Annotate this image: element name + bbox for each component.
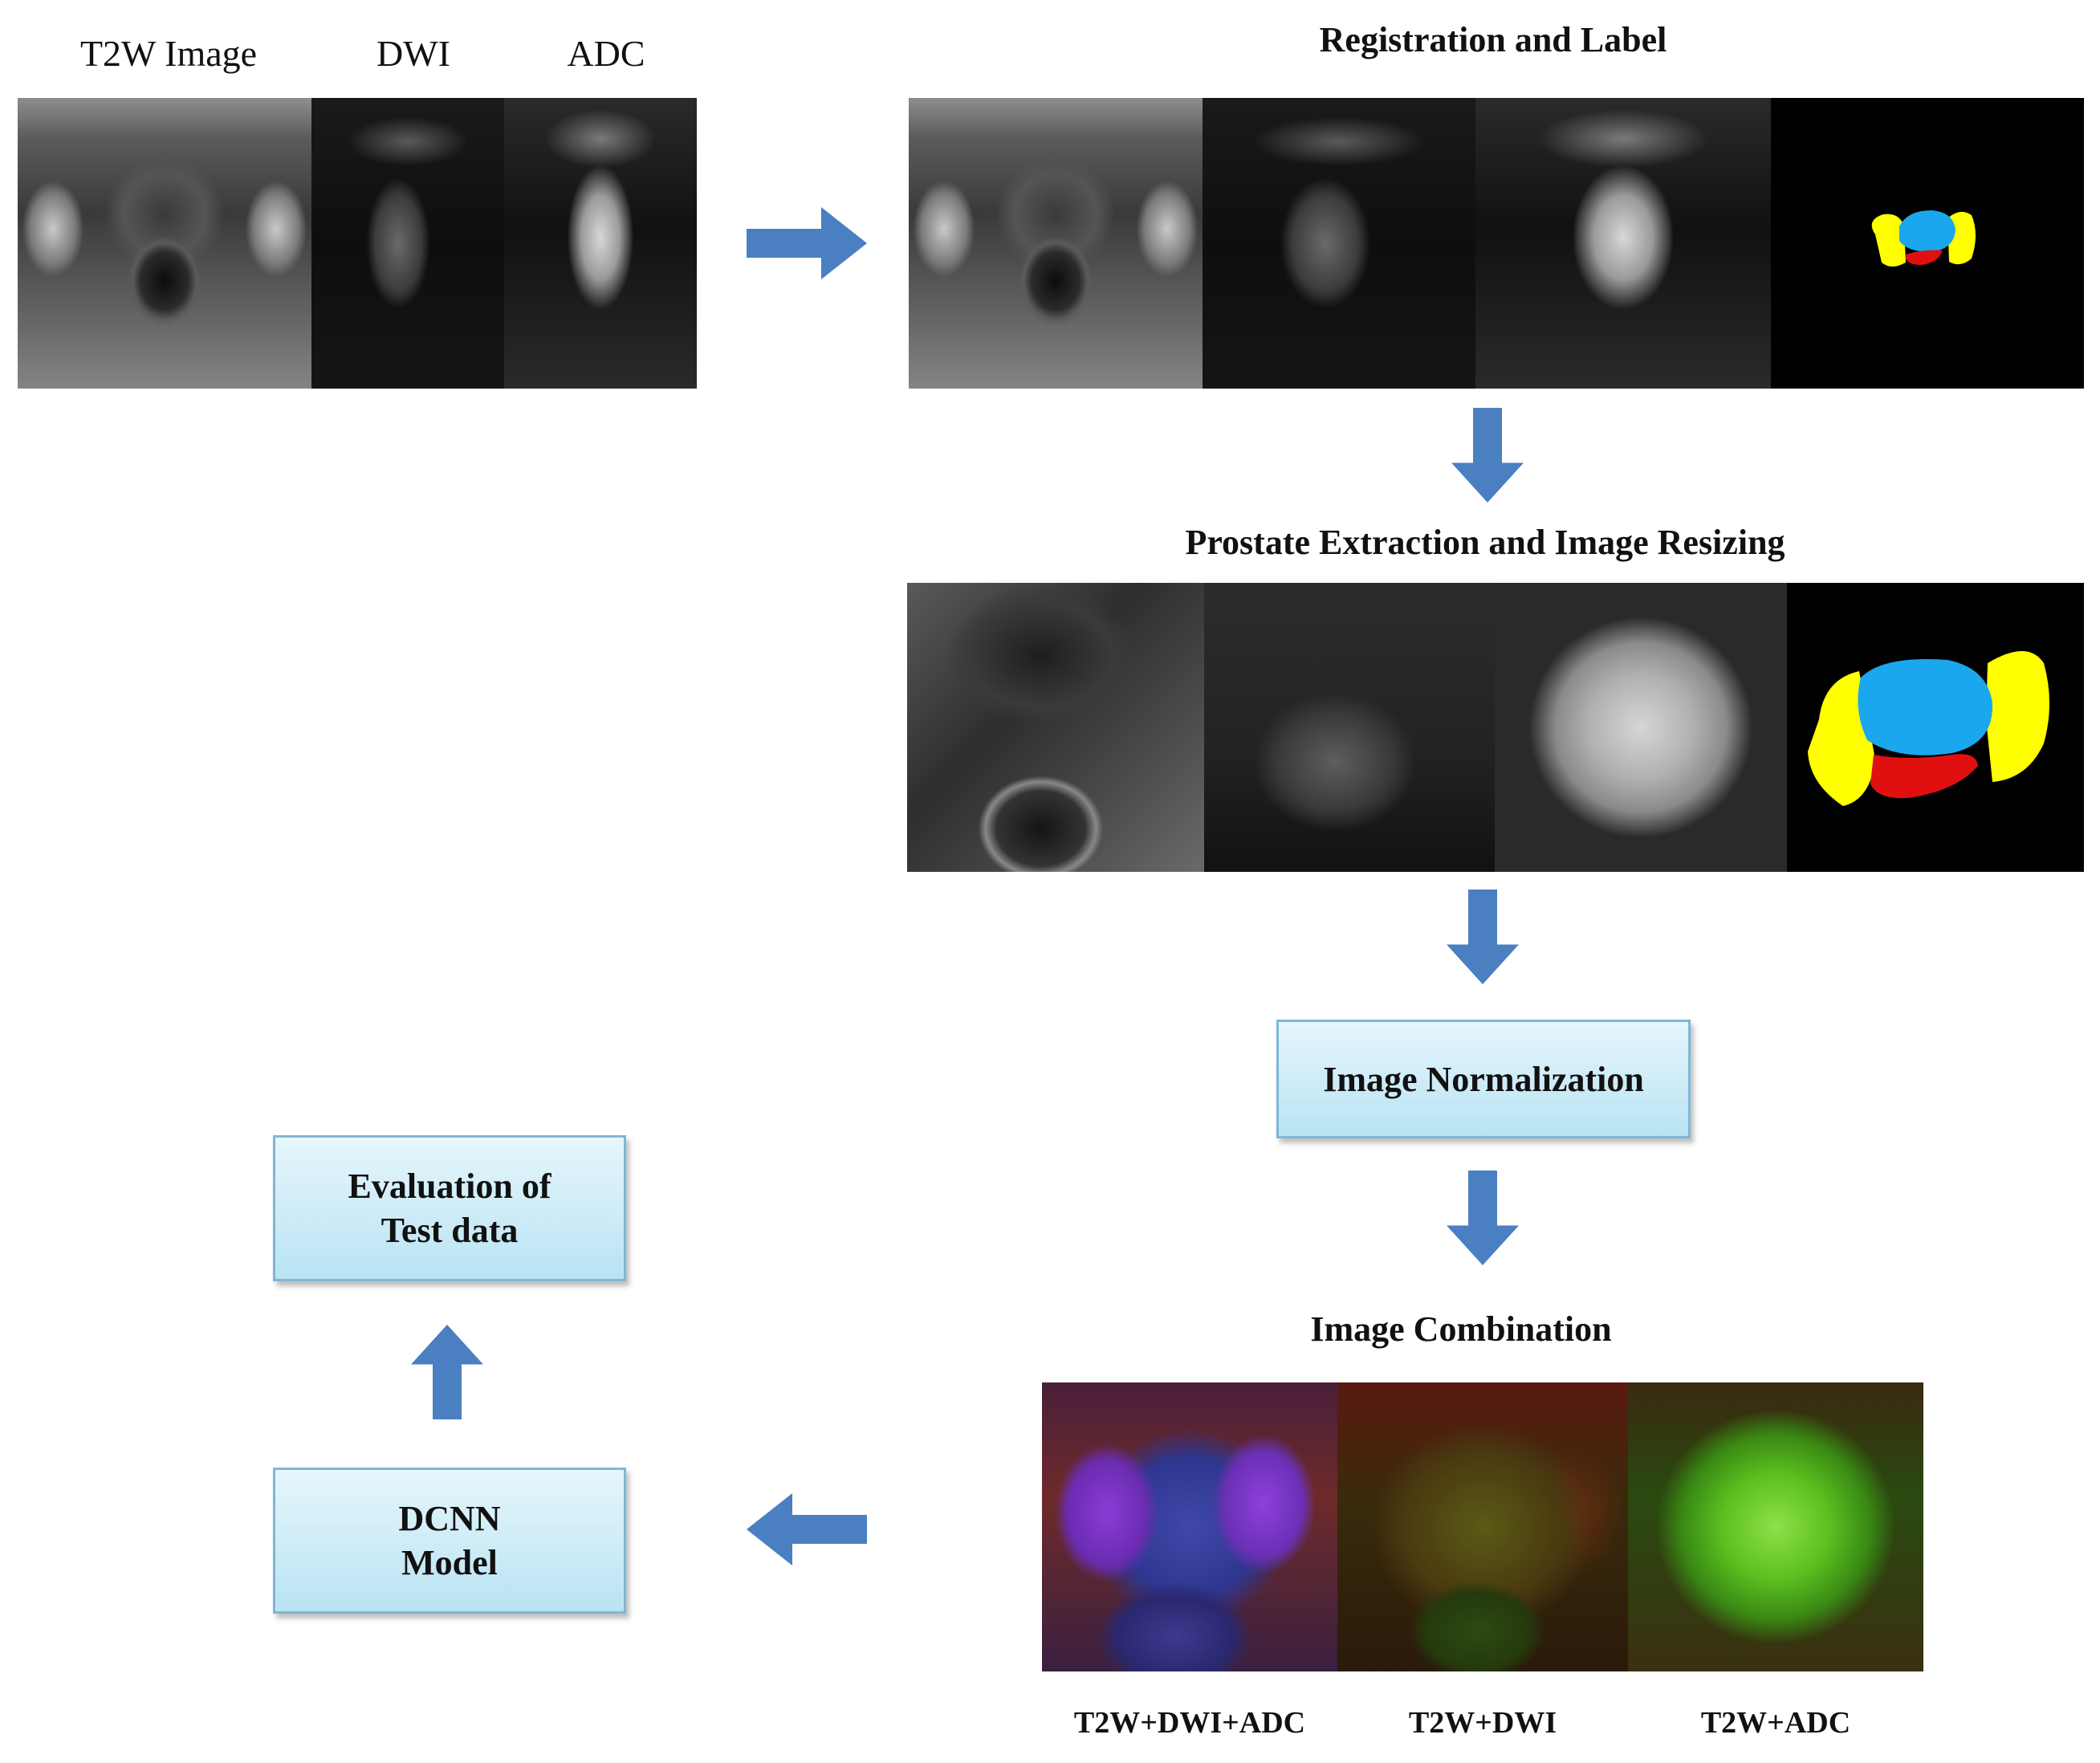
label-large-lesion (1870, 754, 1978, 799)
label-large-peripheral-right (1986, 651, 2049, 782)
dwi-image (311, 98, 504, 389)
combination-t2w-adc-image (1628, 1382, 1923, 1671)
arrow-to-registration (747, 207, 867, 279)
registered-t2w-image (909, 98, 1203, 389)
arrow-to-extraction (1451, 408, 1524, 503)
arrow-to-normalization (1447, 890, 1519, 984)
registration-image-strip (909, 98, 2084, 389)
registered-dwi-image (1203, 98, 1475, 389)
label-large-transition-zone (1858, 658, 1993, 755)
image-normalization-box: Image Normalization (1276, 1020, 1691, 1138)
adc-image (504, 98, 697, 389)
extraction-title: Prostate Extraction and Image Resizing (1185, 523, 1785, 562)
input-image-strip (18, 98, 697, 389)
label-transition-zone (1899, 210, 1956, 252)
evaluation-line1: Evaluation of (348, 1167, 551, 1206)
caption-t2w-dwi: T2W+DWI (1408, 1706, 1557, 1740)
combination-title: Image Combination (1310, 1309, 1612, 1349)
registration-title: Registration and Label (1319, 20, 1667, 59)
combination-t2w-dwi-adc-image (1042, 1382, 1337, 1671)
evaluation-box: Evaluation of Test data (273, 1135, 626, 1281)
extracted-adc-image (1495, 583, 1787, 872)
dcnn-model-line1: DCNN (398, 1499, 501, 1538)
registered-adc-image (1475, 98, 1771, 389)
label-map-large (1787, 583, 2084, 872)
extraction-image-strip (907, 583, 2084, 872)
label-lesion (1906, 250, 1943, 265)
dcnn-model-box: DCNN Model (273, 1468, 626, 1614)
label-peripheral-right (1947, 211, 1976, 265)
combination-t2w-dwi-image (1337, 1382, 1628, 1671)
extracted-dwi-image (1204, 583, 1495, 872)
caption-t2w-dwi-adc: T2W+DWI+ADC (1073, 1706, 1306, 1740)
label-map-small (1771, 98, 2084, 389)
caption-t2w-adc: T2W+ADC (1700, 1706, 1851, 1740)
image-normalization-label: Image Normalization (1323, 1059, 1644, 1099)
label-map-large-svg (1808, 651, 2049, 806)
label-peripheral-left (1871, 214, 1906, 267)
arrow-to-dcnn (747, 1493, 867, 1566)
t2w-image (18, 98, 311, 389)
arrow-to-evaluation (411, 1325, 483, 1419)
input-label-adc: ADC (567, 33, 645, 74)
input-label-t2w: T2W Image (79, 33, 258, 74)
label-map-small-svg (1871, 210, 1976, 267)
evaluation-line2: Test data (381, 1211, 519, 1250)
input-label-dwi: DWI (376, 33, 450, 74)
dcnn-model-line2: Model (401, 1543, 498, 1582)
combination-image-strip (1042, 1382, 1923, 1671)
extracted-t2w-image (907, 583, 1204, 872)
arrow-to-combination (1447, 1171, 1519, 1265)
